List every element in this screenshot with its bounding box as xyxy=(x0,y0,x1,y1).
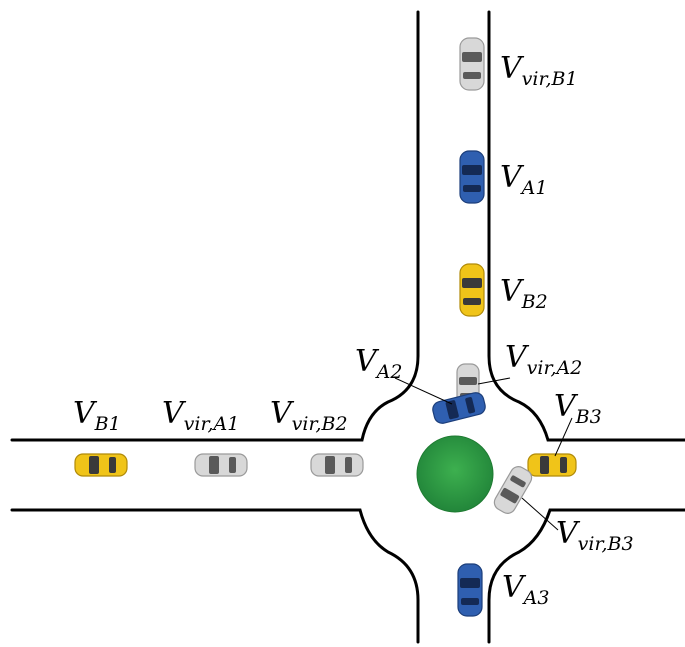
vehicle-vir-a1 xyxy=(194,453,248,477)
vehicle-vir-b1 xyxy=(459,37,485,91)
leader-b3 xyxy=(554,417,573,457)
label-a1: VA1 xyxy=(500,160,547,199)
vehicle-b3 xyxy=(527,453,577,477)
label-vir-b3: Vvir,B3 xyxy=(556,516,634,555)
road-edge-north-right xyxy=(487,10,685,442)
label-b3: VB3 xyxy=(554,389,602,428)
road-edge-north-left xyxy=(10,10,420,442)
label-a3: VA3 xyxy=(502,570,549,609)
leader-vir-a2 xyxy=(477,377,511,385)
label-vir-b2: Vvir,B2 xyxy=(270,396,348,435)
vehicle-a1 xyxy=(459,150,485,204)
vehicle-b2 xyxy=(459,263,485,317)
road-edge-south-left xyxy=(10,508,420,644)
vehicle-b1 xyxy=(74,453,128,477)
label-a2: VA2 xyxy=(355,344,402,383)
leader-lines xyxy=(394,377,573,531)
label-vir-b1: Vvir,B1 xyxy=(500,51,578,90)
vehicle-vir-b2 xyxy=(310,453,364,477)
label-b2: VB2 xyxy=(500,274,548,313)
label-b1: VB1 xyxy=(73,396,121,435)
leader-a2 xyxy=(394,377,453,405)
road-edges xyxy=(10,10,685,644)
vehicle-a3 xyxy=(457,563,483,617)
vehicle-a2 xyxy=(432,392,486,424)
roundabout-island xyxy=(416,435,494,513)
leader-vir-b3 xyxy=(521,497,559,531)
road-edge-south-right xyxy=(487,508,685,644)
vehicle-vir-b3 xyxy=(493,466,533,514)
labels: Vvir,B1 VA1 VB2 VA2 Vvir,A2 VB1 Vvir,A1 … xyxy=(73,51,634,609)
label-vir-a1: Vvir,A1 xyxy=(162,396,239,435)
vehicles xyxy=(74,37,577,617)
label-vir-a2: Vvir,A2 xyxy=(505,340,582,379)
